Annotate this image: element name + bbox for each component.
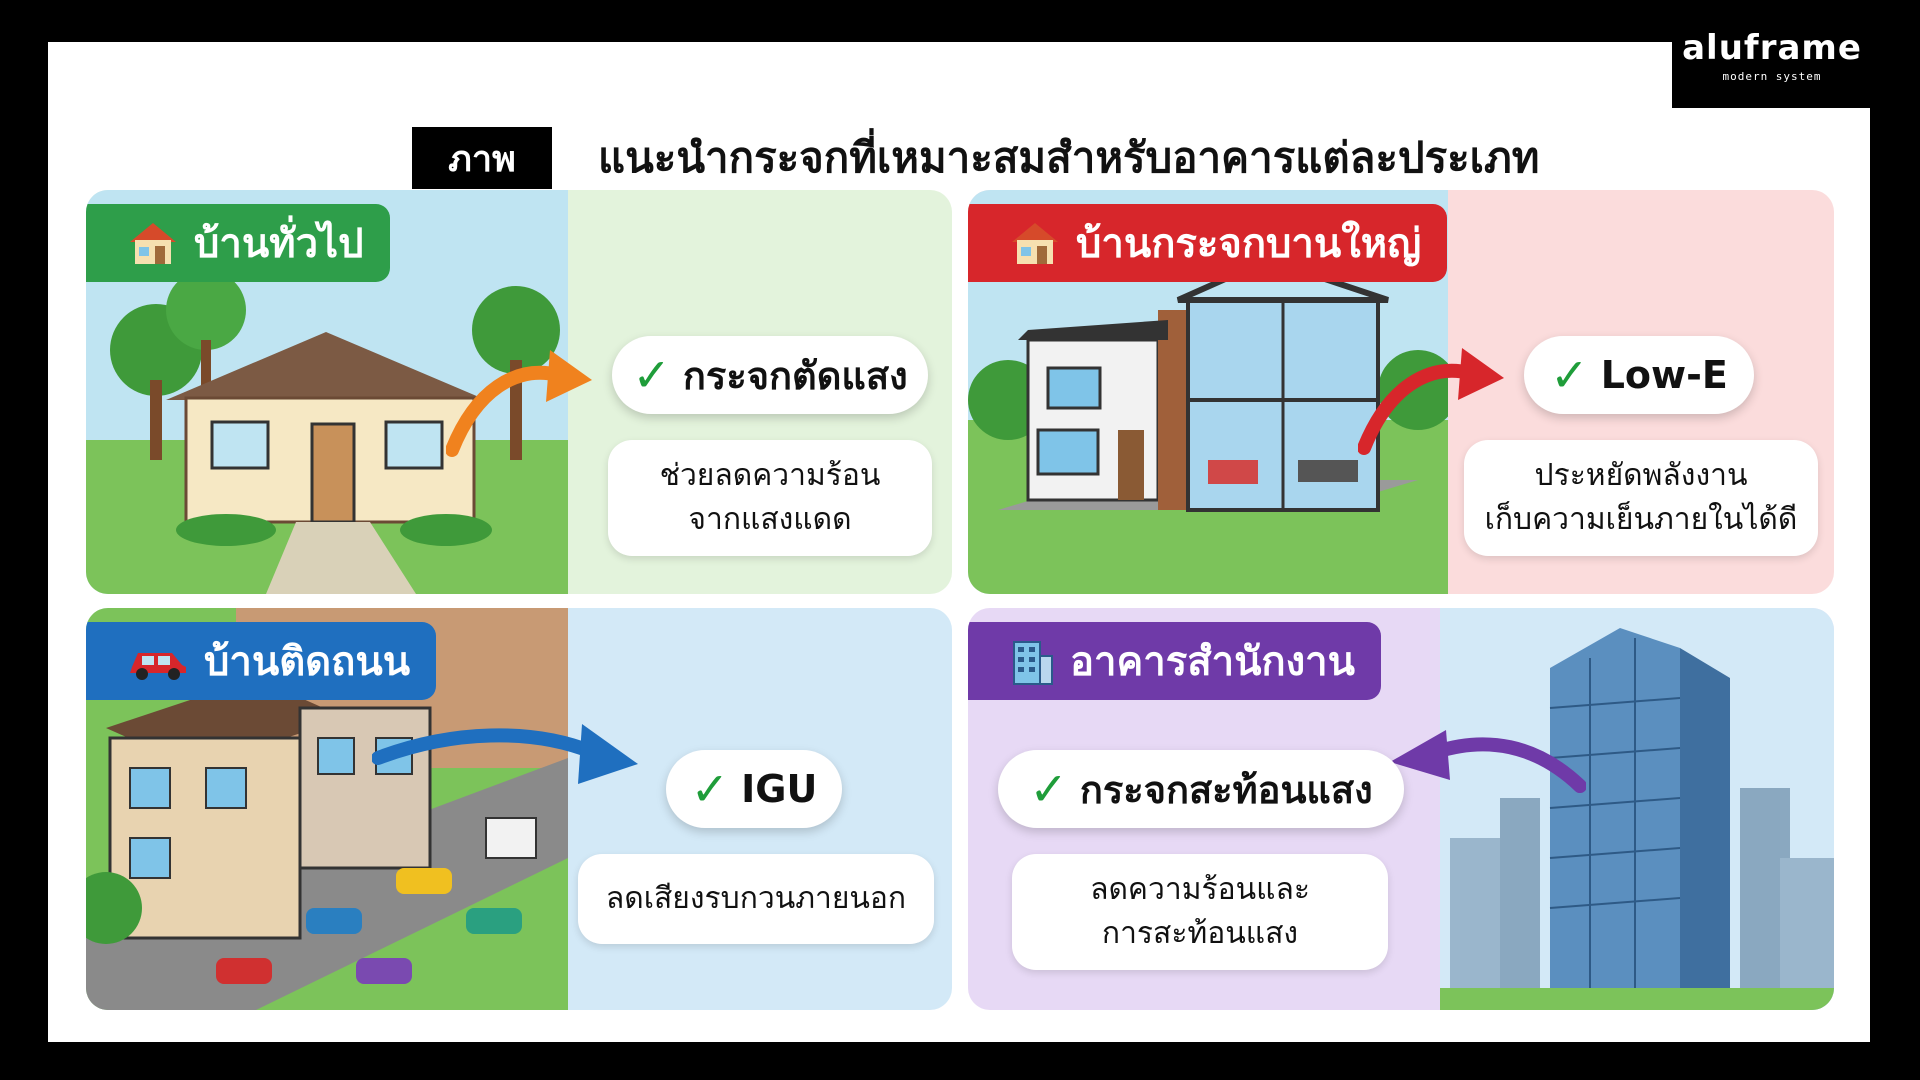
recommendation-pill: ✓ IGU <box>666 750 842 828</box>
panel-roadside-house: บ้านติดถนน ✓ IGU ลดเสียงรบกวนภายนอก <box>86 608 952 1010</box>
category-badge: บ้านทั่วไป <box>86 204 390 282</box>
recommendation-pill: ✓ Low-E <box>1524 336 1754 414</box>
panel-large-glass-house: บ้านกระจกบานใหญ่ ✓ Low-E ประหยัดพลังงาน … <box>968 190 1834 594</box>
check-icon: ✓ <box>690 762 730 816</box>
description-line-1: ลดความร้อนและ <box>1090 872 1310 907</box>
check-icon: ✓ <box>632 348 671 402</box>
description-line-1: ประหยัดพลังงาน <box>1534 458 1748 493</box>
description-box: ลดเสียงรบกวนภายนอก <box>578 854 934 944</box>
office-building-icon <box>1008 636 1056 686</box>
page-title: แนะนำกระจกที่เหมาะสมสำหรับอาคารแต่ละประเ… <box>598 133 1540 182</box>
arrow-right-icon <box>446 350 592 457</box>
category-badge: บ้านติดถนน <box>86 622 437 700</box>
infographic-canvas: ภาพ แนะนำกระจกที่เหมาะสมสำหรับอาคารแต่ละ… <box>48 42 1870 1042</box>
arrow-right-icon <box>372 724 638 784</box>
house-icon <box>1008 220 1062 266</box>
check-icon: ✓ <box>1029 762 1068 816</box>
car-icon <box>126 641 190 681</box>
recommendation-label: กระจกตัดแสง <box>682 353 908 398</box>
recommendation-label: กระจกสะท้อนแสง <box>1079 767 1373 812</box>
brand-tagline: modern system <box>1722 70 1822 83</box>
category-badge: บ้านกระจกบานใหญ่ <box>968 204 1448 282</box>
category-label: บ้านกระจกบานใหญ่ <box>1076 221 1422 267</box>
description-line-1: ช่วยลดความร้อน <box>659 458 881 493</box>
recommendation-label: Low-E <box>1600 353 1728 397</box>
office-illustration <box>1440 608 1834 1010</box>
recommendation-label: IGU <box>741 767 818 811</box>
house-icon <box>126 220 180 266</box>
arrow-right-icon <box>1358 348 1504 455</box>
check-icon: ✓ <box>1550 348 1589 402</box>
brand-logo: aluframe modern system <box>1672 0 1872 108</box>
description-line-2: การสะท้อนแสง <box>1101 916 1299 951</box>
description-box: ลดความร้อนและ การสะท้อนแสง <box>1012 854 1388 970</box>
category-badge: อาคารสำนักงาน <box>968 622 1381 700</box>
description-line-2: จากแสงแดด <box>688 502 852 537</box>
arrow-left-icon <box>1390 730 1586 793</box>
category-label: บ้านทั่วไป <box>194 221 364 267</box>
description-box: ช่วยลดความร้อน จากแสงแดด <box>608 440 932 556</box>
recommendation-pill: ✓ กระจกตัดแสง <box>612 336 928 414</box>
title-row: ภาพ แนะนำกระจกที่เหมาะสมสำหรับอาคารแต่ละ… <box>412 126 1539 190</box>
recommendation-pill: ✓ กระจกสะท้อนแสง <box>998 750 1404 828</box>
panel-general-house: บ้านทั่วไป ✓ กระจกตัดแสง ช่วยลดความร้อน … <box>86 190 952 594</box>
brand-name: aluframe <box>1682 28 1862 68</box>
title-label: ภาพ <box>412 127 552 189</box>
description-box: ประหยัดพลังงาน เก็บความเย็นภายในได้ดี <box>1464 440 1818 556</box>
description-line-2: เก็บความเย็นภายในได้ดี <box>1484 502 1798 537</box>
category-label: อาคารสำนักงาน <box>1070 639 1355 685</box>
description-line-1: ลดเสียงรบกวนภายนอก <box>605 881 907 916</box>
panel-office-building: อาคารสำนักงาน ✓ กระจกสะท้อนแสง ลดความร้อ… <box>968 608 1834 1010</box>
category-label: บ้านติดถนน <box>204 639 411 685</box>
